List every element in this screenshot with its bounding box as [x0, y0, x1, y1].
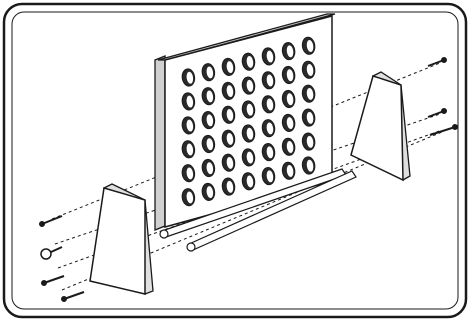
grid-hole: [301, 36, 316, 55]
grid-hole: [301, 84, 316, 103]
right-end-support: [350, 71, 411, 182]
grid-hole: [181, 68, 196, 87]
grid-hole: [261, 71, 276, 90]
grid-hole: [201, 63, 216, 82]
cross-rods: [159, 168, 357, 252]
grid-top-thickness: [157, 13, 336, 61]
screw-left-2: [40, 246, 63, 260]
screw-right-3: [429, 124, 458, 136]
grid-hole: [181, 116, 196, 135]
grid-side-thickness: [154, 55, 166, 231]
grid-hole: [181, 188, 196, 207]
grid-hole: [281, 161, 296, 180]
grid-hole: [241, 148, 256, 167]
screw-right-2: [427, 108, 447, 118]
left-end-support: [89, 183, 154, 295]
grid-hole: [201, 111, 216, 130]
grid-hole: [241, 100, 256, 119]
screw-left-3: [41, 275, 65, 286]
screw-right-1: [427, 57, 447, 67]
grid-hole: [281, 89, 296, 109]
grid-hole: [201, 87, 216, 106]
grid-hole: [281, 65, 296, 85]
grid-holes: [181, 36, 316, 207]
grid-hole: [301, 108, 316, 127]
grid-hole: [261, 143, 276, 162]
grid-hole: [201, 158, 216, 178]
grid-hole: [261, 95, 276, 114]
grid-hole: [301, 132, 316, 151]
grid-hole: [221, 129, 236, 148]
grid-hole: [281, 113, 296, 132]
left-screws: [39, 215, 85, 302]
grid-hole: [261, 119, 276, 138]
grid-hole: [241, 52, 256, 71]
grid-hole: [261, 167, 276, 186]
grid-hole: [241, 76, 256, 95]
right-screws: [427, 57, 458, 136]
grid-hole: [241, 124, 256, 143]
grid-hole: [301, 60, 316, 79]
grid-hole: [241, 172, 256, 191]
grid-hole: [181, 92, 196, 111]
grid-hole: [181, 140, 196, 159]
grid-hole: [261, 47, 276, 66]
grid-hole: [221, 177, 236, 196]
grid-hole: [201, 182, 216, 201]
grid-hole: [221, 57, 236, 76]
screw-left-4: [61, 291, 85, 302]
grid-hole: [281, 137, 296, 156]
grid-hole: [201, 134, 216, 154]
cross-rod-front: [186, 170, 357, 252]
game-grid: [154, 13, 336, 231]
grid-hole: [221, 81, 236, 100]
grid-hole: [281, 42, 296, 61]
grid-hole: [221, 153, 236, 172]
grid-hole: [221, 105, 236, 124]
grid-hole: [301, 156, 316, 175]
grid-hole: [181, 164, 196, 183]
screw-left-1: [39, 215, 63, 227]
